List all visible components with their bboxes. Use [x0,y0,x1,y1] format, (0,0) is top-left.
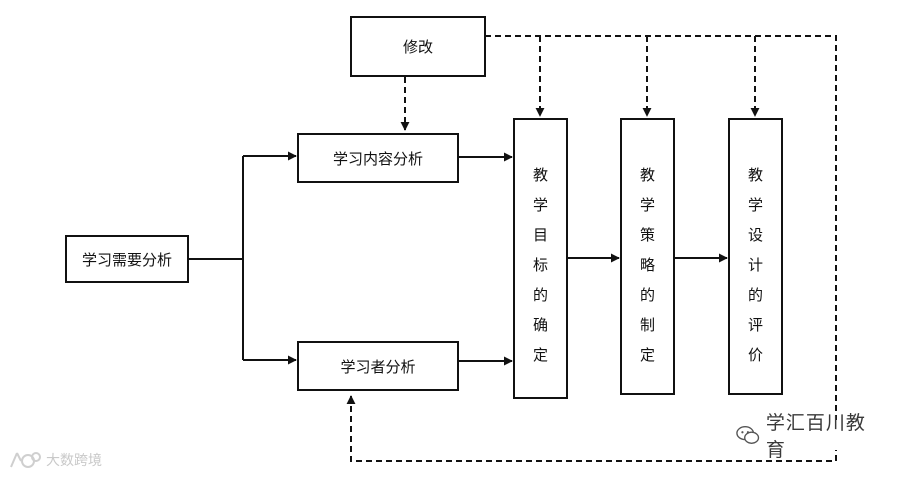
objectives-char: 确 [532,316,548,334]
strategy-char: 的 [639,286,655,304]
evaluation-char: 评 [747,316,763,334]
strategy-char: 教 [639,166,655,184]
evaluation-char: 计 [747,256,763,274]
wechat-icon [736,426,760,444]
revise-box: 修改 [350,16,486,77]
strategy-label: 教 学 策 略 的 制 定 [640,160,655,370]
evaluation-char: 的 [747,286,763,304]
evaluation-box: 教 学 设 计 的 评 价 [728,118,783,395]
needs-analysis-box: 学习需要分析 [65,235,189,283]
strategy-box: 教 学 策 略 的 制 定 [620,118,675,395]
learner-analysis-label: 学习者分析 [340,357,416,376]
objectives-char: 学 [532,196,548,214]
evaluation-char: 设 [747,226,763,244]
feedback-loop [346,35,837,462]
strategy-char: 略 [639,256,655,274]
objectives-char: 标 [532,256,548,274]
watermark-right: 学汇百川教育 [736,412,876,461]
strategy-char: 学 [639,196,655,214]
watermark-right-text: 学汇百川教育 [765,412,866,461]
objectives-char: 教 [532,166,548,184]
strategy-char: 策 [639,226,655,244]
evaluation-label: 教 学 设 计 的 评 价 [748,160,763,370]
evaluation-char: 教 [747,166,763,184]
objectives-char: 定 [532,346,548,364]
needs-analysis-label: 学习需要分析 [81,250,172,269]
evaluation-char: 学 [747,196,763,214]
brand-logo-icon [10,452,41,468]
content-analysis-label: 学习内容分析 [332,149,423,168]
objectives-box: 教 学 目 标 的 确 定 [513,118,568,399]
watermark-left: 大数跨境 [8,446,102,474]
content-analysis-box: 学习内容分析 [297,133,459,183]
watermark-left-text: 大数跨境 [46,453,102,469]
learner-analysis-box: 学习者分析 [297,341,459,391]
revise-label: 修改 [402,38,433,56]
strategy-char: 制 [639,316,655,334]
evaluation-char: 价 [747,346,763,364]
objectives-char: 的 [532,286,548,304]
objectives-char: 目 [532,226,548,244]
objectives-label: 教 学 目 标 的 确 定 [533,160,548,370]
strategy-char: 定 [639,346,655,364]
